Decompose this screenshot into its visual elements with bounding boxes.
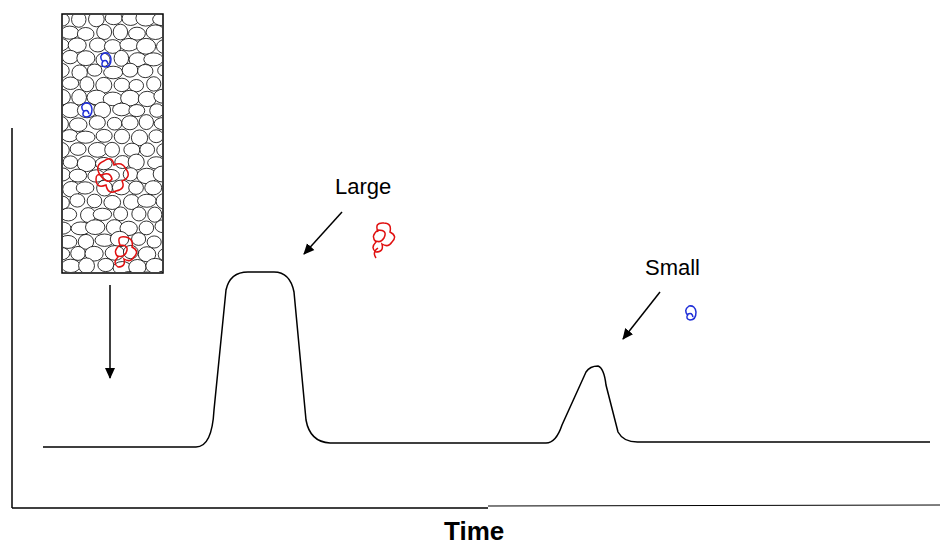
bead — [147, 236, 161, 248]
bead — [85, 220, 104, 235]
bead — [156, 39, 162, 54]
bead — [139, 115, 153, 130]
bead — [113, 103, 131, 116]
bead — [149, 130, 162, 143]
bead — [147, 77, 161, 91]
bead — [137, 272, 155, 273]
bead — [153, 15, 162, 26]
bead — [145, 181, 162, 195]
bead — [114, 207, 128, 221]
x-axis — [488, 505, 940, 506]
bead — [105, 15, 122, 25]
bead — [97, 24, 112, 39]
bead — [72, 15, 86, 27]
bead — [63, 247, 70, 259]
bead — [132, 233, 146, 246]
bead — [79, 258, 95, 272]
x-axis — [12, 507, 488, 509]
bead — [70, 194, 85, 207]
bead — [63, 26, 79, 39]
y-axis — [11, 128, 13, 508]
peak-label: Small — [645, 257, 700, 279]
bead — [63, 222, 71, 234]
small-molecule — [82, 53, 111, 117]
small-molecule — [686, 306, 696, 320]
bead — [87, 64, 101, 76]
bead — [146, 25, 162, 40]
bead — [148, 207, 162, 222]
bead — [63, 15, 69, 26]
bead — [63, 63, 69, 78]
chromatogram-trace — [43, 272, 930, 447]
bead — [154, 117, 162, 129]
bead — [158, 64, 162, 76]
bead — [114, 129, 129, 144]
bead — [63, 235, 77, 248]
bead — [63, 116, 68, 131]
large-molecule — [96, 159, 137, 267]
bead — [129, 105, 145, 117]
bead — [155, 220, 162, 233]
bead — [87, 194, 102, 208]
bead — [150, 104, 162, 118]
bead — [63, 156, 78, 169]
flow-arrow — [109, 285, 111, 378]
bead — [121, 272, 137, 273]
bead — [156, 194, 162, 209]
bead — [63, 208, 77, 221]
bead — [144, 53, 162, 66]
bead — [157, 143, 162, 157]
bead — [155, 271, 162, 272]
bead — [93, 208, 112, 220]
bead — [63, 77, 79, 89]
column — [62, 14, 163, 273]
bead — [137, 38, 156, 54]
bead — [76, 131, 95, 143]
bead — [97, 180, 113, 196]
bead — [96, 129, 112, 142]
bead — [113, 24, 127, 40]
bead — [122, 116, 138, 130]
bead — [105, 142, 120, 157]
large-molecule — [373, 223, 395, 258]
bead — [63, 130, 78, 142]
bead — [129, 259, 146, 272]
bead — [104, 66, 123, 79]
bead — [76, 182, 94, 194]
leader-arrow — [304, 212, 342, 254]
bead — [146, 258, 162, 272]
bead — [138, 64, 153, 77]
bead — [114, 78, 130, 91]
bead — [129, 181, 144, 194]
bead — [138, 194, 157, 207]
bead — [77, 51, 95, 66]
bead — [153, 166, 162, 182]
axis-label: Time — [444, 518, 504, 544]
bead — [63, 259, 80, 272]
bead — [132, 207, 146, 221]
bead — [69, 169, 86, 182]
bead — [112, 180, 130, 195]
peak-label: Large — [335, 176, 391, 198]
bead — [122, 63, 138, 77]
bead — [63, 50, 78, 63]
bead — [89, 116, 105, 130]
bead — [120, 38, 138, 51]
bead — [80, 77, 94, 92]
bead — [107, 117, 122, 130]
leader-arrow — [623, 292, 660, 339]
bead — [140, 143, 155, 157]
packed-beads — [63, 15, 162, 272]
bead — [90, 38, 107, 52]
bead — [70, 143, 86, 156]
bead — [98, 258, 114, 271]
bead — [88, 142, 107, 157]
bead — [63, 196, 69, 209]
bead — [154, 89, 162, 103]
